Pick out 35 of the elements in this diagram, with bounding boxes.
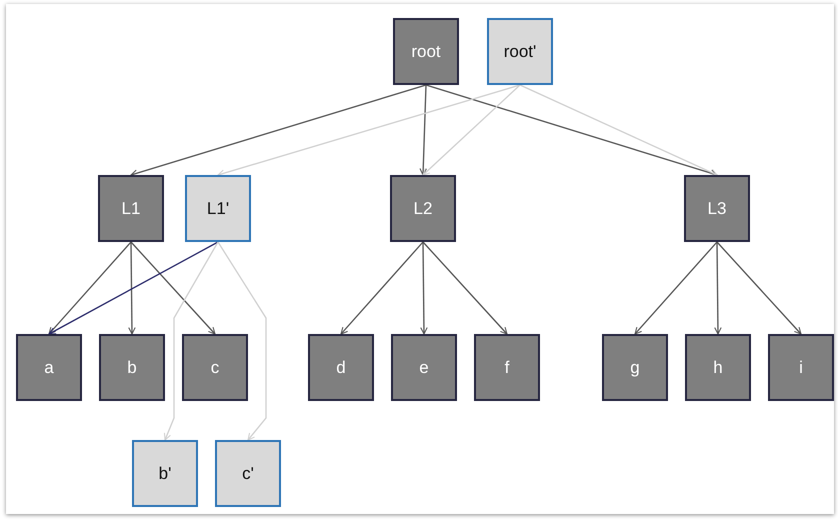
arrow <box>420 84 427 176</box>
arrow <box>217 242 267 441</box>
node-box: c <box>182 334 248 401</box>
node-box: L3 <box>684 175 750 242</box>
arrow <box>634 242 718 335</box>
arrow <box>48 242 132 335</box>
arrow <box>128 242 136 335</box>
node-box: g <box>602 334 668 401</box>
arrow <box>130 84 426 177</box>
arrow <box>426 84 718 177</box>
node-box: h <box>685 334 751 401</box>
node-box: L2 <box>390 175 456 242</box>
node-box: b <box>99 334 165 401</box>
copy-node-box: b' <box>132 440 198 507</box>
arrow <box>164 242 219 441</box>
copy-node-box: c' <box>215 440 281 507</box>
arrow <box>422 84 520 176</box>
arrow <box>714 242 722 335</box>
arrow <box>48 241 218 335</box>
arrow <box>422 242 508 335</box>
node-box: d <box>308 334 374 401</box>
node-box: f <box>474 334 540 401</box>
node-box: e <box>391 334 457 401</box>
node-box: i <box>768 334 834 401</box>
arrow <box>130 242 216 335</box>
node-box: L1 <box>98 175 164 242</box>
copy-node-box: L1' <box>185 175 251 242</box>
arrow <box>716 242 802 335</box>
arrow <box>217 84 520 177</box>
node-box: a <box>16 334 82 401</box>
copy-node-box: root' <box>487 18 553 85</box>
arrow <box>520 84 718 176</box>
arrow <box>340 242 424 335</box>
arrow <box>420 242 428 335</box>
node-box: root <box>393 18 459 85</box>
